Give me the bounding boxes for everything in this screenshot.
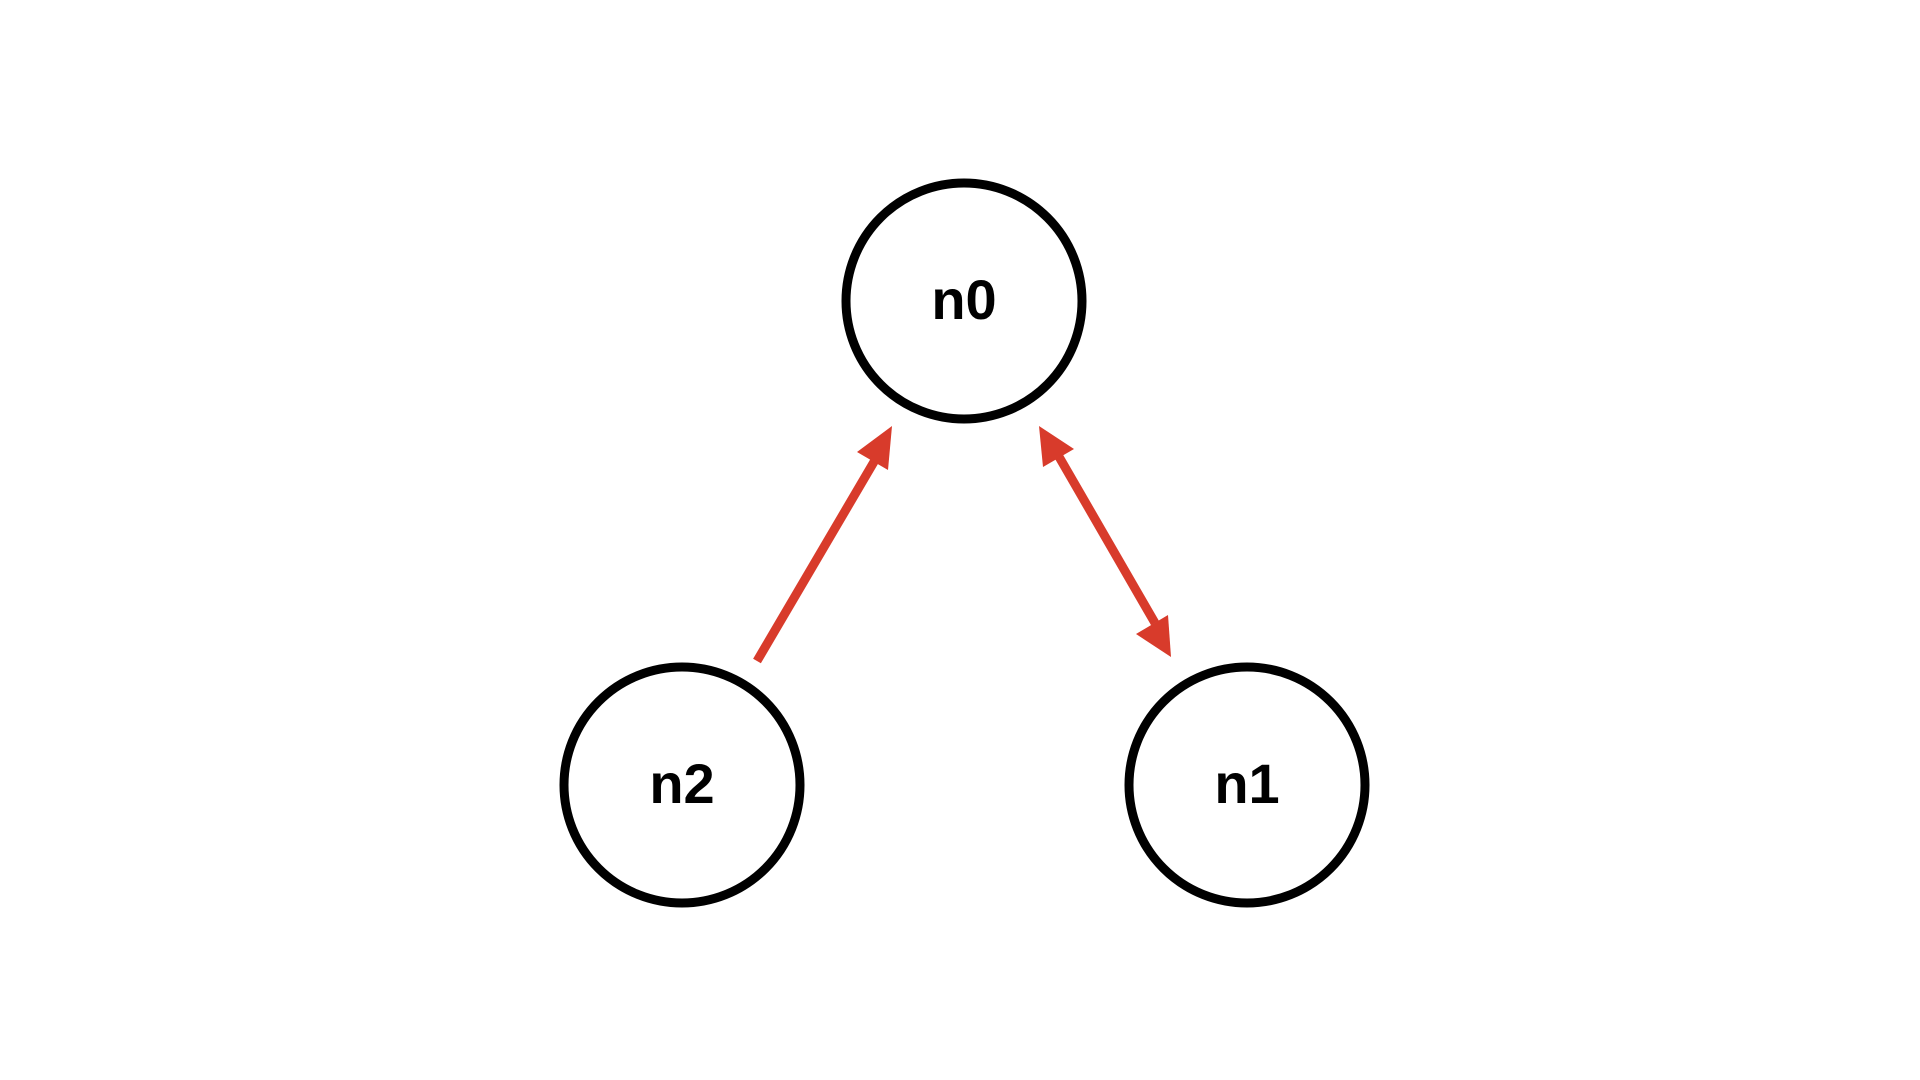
node-n1[interactable]: n1 bbox=[1124, 662, 1370, 908]
arrowhead-n0-from-n1 bbox=[1039, 426, 1074, 467]
edges-layer bbox=[753, 426, 1171, 664]
edge-n2-n0-line bbox=[753, 452, 882, 664]
node-n2[interactable]: n2 bbox=[559, 662, 805, 908]
node-n0-label: n0 bbox=[931, 268, 996, 331]
arrowhead-n0-from-n2 bbox=[857, 426, 892, 470]
edge-n0-n1 bbox=[1039, 426, 1171, 657]
node-n1-label: n1 bbox=[1214, 752, 1279, 815]
node-n2-circle[interactable] bbox=[559, 662, 805, 908]
node-n0-circle[interactable] bbox=[841, 178, 1087, 424]
node-n0[interactable]: n0 bbox=[841, 178, 1087, 424]
node-n2-label: n2 bbox=[649, 752, 714, 815]
edge-n0-n1-line bbox=[1054, 452, 1159, 626]
arrowhead-n1-from-n0 bbox=[1136, 615, 1171, 657]
edge-n2-n0 bbox=[753, 426, 892, 664]
nodes-layer: n0 n1 n2 bbox=[559, 178, 1370, 908]
node-n1-circle[interactable] bbox=[1124, 662, 1370, 908]
